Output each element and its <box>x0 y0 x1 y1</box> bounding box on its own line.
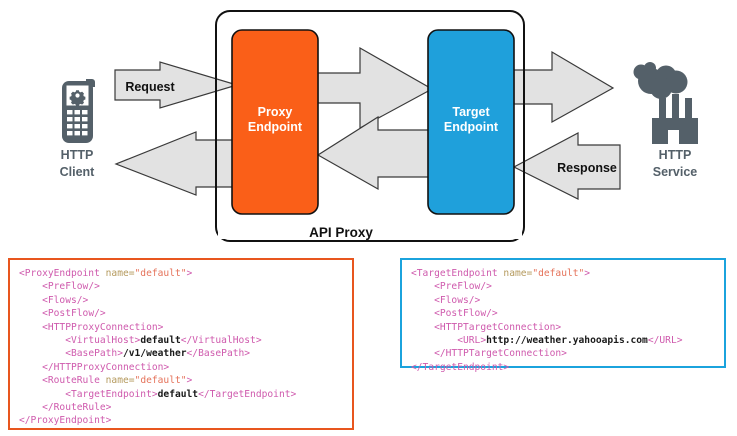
code-line: <TargetEndpoint>default</TargetEndpoint> <box>19 388 344 401</box>
code-token-tag: <PostFlow/> <box>42 308 106 320</box>
code-token-tag: </BasePath> <box>186 348 251 360</box>
http-client-label-line1: HTTP <box>61 148 94 162</box>
code-line: <PreFlow/> <box>411 280 716 293</box>
code-token-plain <box>411 335 457 346</box>
code-token-txt: default <box>157 388 199 400</box>
code-token-tag: <HTTPProxyConnection> <box>42 321 164 333</box>
code-token-tag: <Flows/> <box>42 294 89 306</box>
code-token-plain <box>19 362 42 373</box>
target-to-proxy-arrow <box>316 115 433 191</box>
factory-cloud-icon <box>633 62 698 144</box>
code-token-tag: <Flows/> <box>434 294 481 306</box>
code-token-plain <box>19 322 42 333</box>
code-line: <PostFlow/> <box>19 307 344 320</box>
code-token-plain <box>19 375 42 386</box>
code-token-tag: <PostFlow/> <box>434 308 498 320</box>
code-token-plain <box>19 402 42 413</box>
code-token-txt: http://weather.yahooapis.com <box>486 335 648 347</box>
code-token-plain <box>411 348 434 359</box>
code-line: </ProxyEndpoint> <box>19 414 344 427</box>
code-token-tag: <PreFlow/> <box>42 281 100 293</box>
api-proxy-flow-diagram: API Proxy Proxy Endpoint Target Endpoint… <box>60 10 698 242</box>
http-service-label-line2: Service <box>653 165 698 179</box>
code-line: </HTTPTargetConnection> <box>411 347 716 360</box>
http-client-label-line2: Client <box>60 165 96 179</box>
code-token-plain <box>19 389 65 400</box>
api-proxy-container <box>215 10 525 242</box>
code-token-tag: </TargetEndpoint> <box>198 388 297 400</box>
response-arrow-label: Response <box>557 161 617 175</box>
code-token-plain <box>19 281 42 292</box>
code-token-tag: > <box>186 375 193 387</box>
code-token-tag: <TargetEndpoint <box>411 268 504 279</box>
code-token-tag: <BasePath> <box>65 348 123 360</box>
code-line: </TargetEndpoint> <box>411 361 716 374</box>
code-token-tag: </HTTPProxyConnection> <box>42 361 170 373</box>
code-token-tag: <RouteRule <box>42 375 106 387</box>
code-line: <BasePath>/v1/weather</BasePath> <box>19 347 344 360</box>
api-proxy-title: API Proxy <box>309 225 373 240</box>
proxy-endpoint-label-line1: Proxy <box>258 105 293 119</box>
code-token-plain <box>19 348 65 359</box>
http-service-label-line1: HTTP <box>659 148 692 162</box>
target-endpoint-label-line2: Endpoint <box>444 120 499 134</box>
code-line: <VirtualHost>default</VirtualHost> <box>19 334 344 347</box>
response-arrow <box>512 132 621 200</box>
code-token-attr: name= <box>105 268 135 279</box>
code-token-plain <box>19 308 42 319</box>
code-token-tag: <VirtualHost> <box>65 335 141 347</box>
code-token-plain <box>411 281 434 292</box>
request-arrow <box>114 61 240 109</box>
code-token-val: "default" <box>134 375 187 387</box>
code-token-tag: <ProxyEndpoint <box>19 268 106 279</box>
proxy-endpoint-code-block: <ProxyEndpoint name="default"> <PreFlow/… <box>8 258 354 430</box>
code-token-attr: name= <box>105 375 135 387</box>
code-line: <URL>http://weather.yahooapis.com</URL> <box>411 334 716 347</box>
code-token-plain <box>411 322 434 333</box>
target-to-service-arrow <box>513 50 615 124</box>
target-endpoint-code-block: <TargetEndpoint name="default"> <PreFlow… <box>400 258 726 373</box>
code-token-attr: name= <box>503 268 533 279</box>
code-line: <PostFlow/> <box>411 307 716 320</box>
code-token-tag: <HTTPTargetConnection> <box>434 321 562 333</box>
code-token-plain <box>411 308 434 319</box>
code-line: <PreFlow/> <box>19 280 344 293</box>
code-token-val: "default" <box>134 268 187 279</box>
code-token-tag: </HTTPTargetConnection> <box>434 348 567 360</box>
proxy-endpoint-label-line2: Endpoint <box>248 120 303 134</box>
code-token-plain <box>19 335 65 346</box>
code-token-plain <box>19 295 42 306</box>
code-token-tag: </RouteRule> <box>42 402 112 414</box>
code-line: <Flows/> <box>19 294 344 307</box>
code-line: </HTTPProxyConnection> <box>19 361 344 374</box>
code-token-tag: <URL> <box>457 335 487 347</box>
target-endpoint-box[interactable] <box>427 29 515 215</box>
code-token-tag: </URL> <box>647 335 683 347</box>
request-arrow-label: Request <box>125 80 175 94</box>
code-token-tag: <TargetEndpoint> <box>65 388 158 400</box>
code-token-tag: > <box>584 268 591 279</box>
proxy-to-target-arrow <box>317 46 434 130</box>
target-endpoint-label-line1: Target <box>452 105 490 119</box>
code-token-val: "default" <box>532 268 585 279</box>
mobile-phone-gear-icon <box>62 79 95 143</box>
proxy-endpoint-box[interactable] <box>231 29 319 215</box>
code-token-txt: /v1/weather <box>122 348 187 360</box>
code-token-txt: default <box>140 335 181 347</box>
code-line: <ProxyEndpoint name="default"> <box>19 267 344 280</box>
code-token-plain <box>411 295 434 306</box>
code-line: <HTTPProxyConnection> <box>19 321 344 334</box>
code-token-tag: </TargetEndpoint> <box>411 361 510 373</box>
code-line: <RouteRule name="default"> <box>19 374 344 387</box>
code-line: </RouteRule> <box>19 401 344 414</box>
code-token-tag: > <box>186 268 193 279</box>
code-line: <Flows/> <box>411 294 716 307</box>
code-token-tag: <PreFlow/> <box>434 281 492 293</box>
code-line: <TargetEndpoint name="default"> <box>411 267 716 280</box>
code-token-tag: </VirtualHost> <box>180 335 262 347</box>
code-line: <HTTPTargetConnection> <box>411 321 716 334</box>
code-token-tag: </ProxyEndpoint> <box>19 415 112 427</box>
